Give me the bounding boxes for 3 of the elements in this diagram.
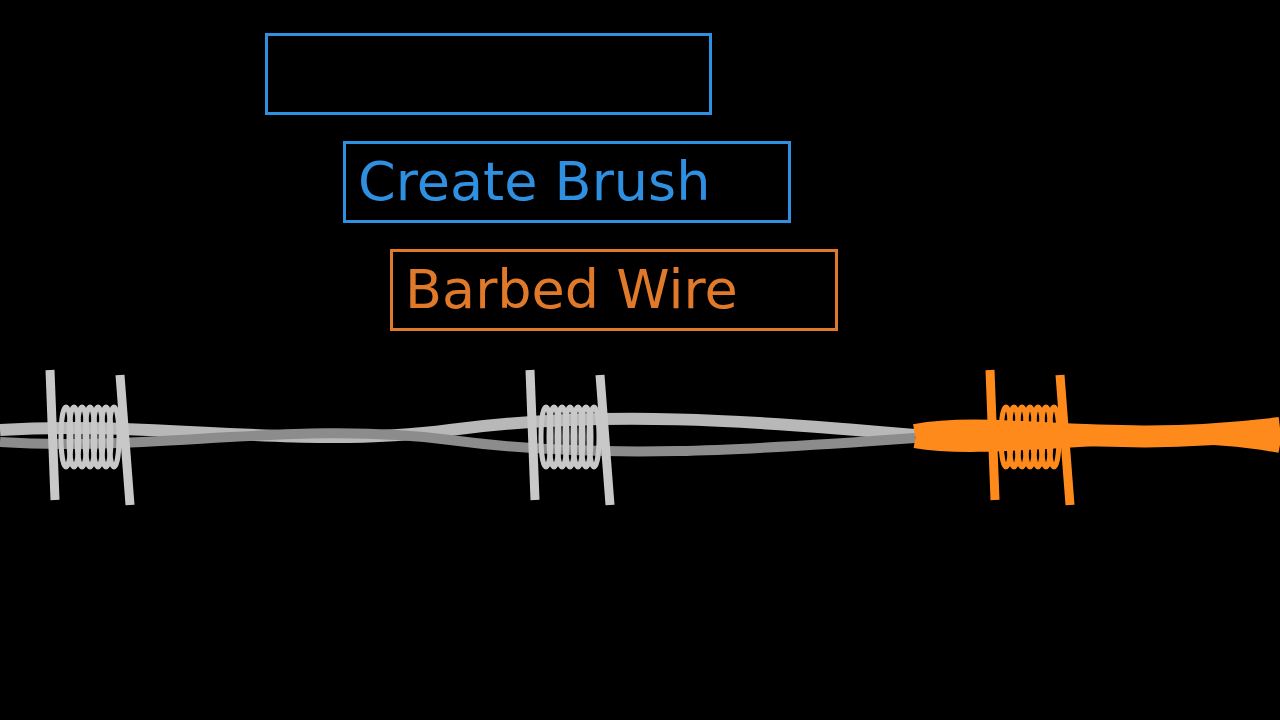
empty-frame — [265, 33, 712, 115]
heading-box: Barbed Wire — [390, 249, 838, 331]
heading-box: Create Brush — [343, 141, 791, 223]
